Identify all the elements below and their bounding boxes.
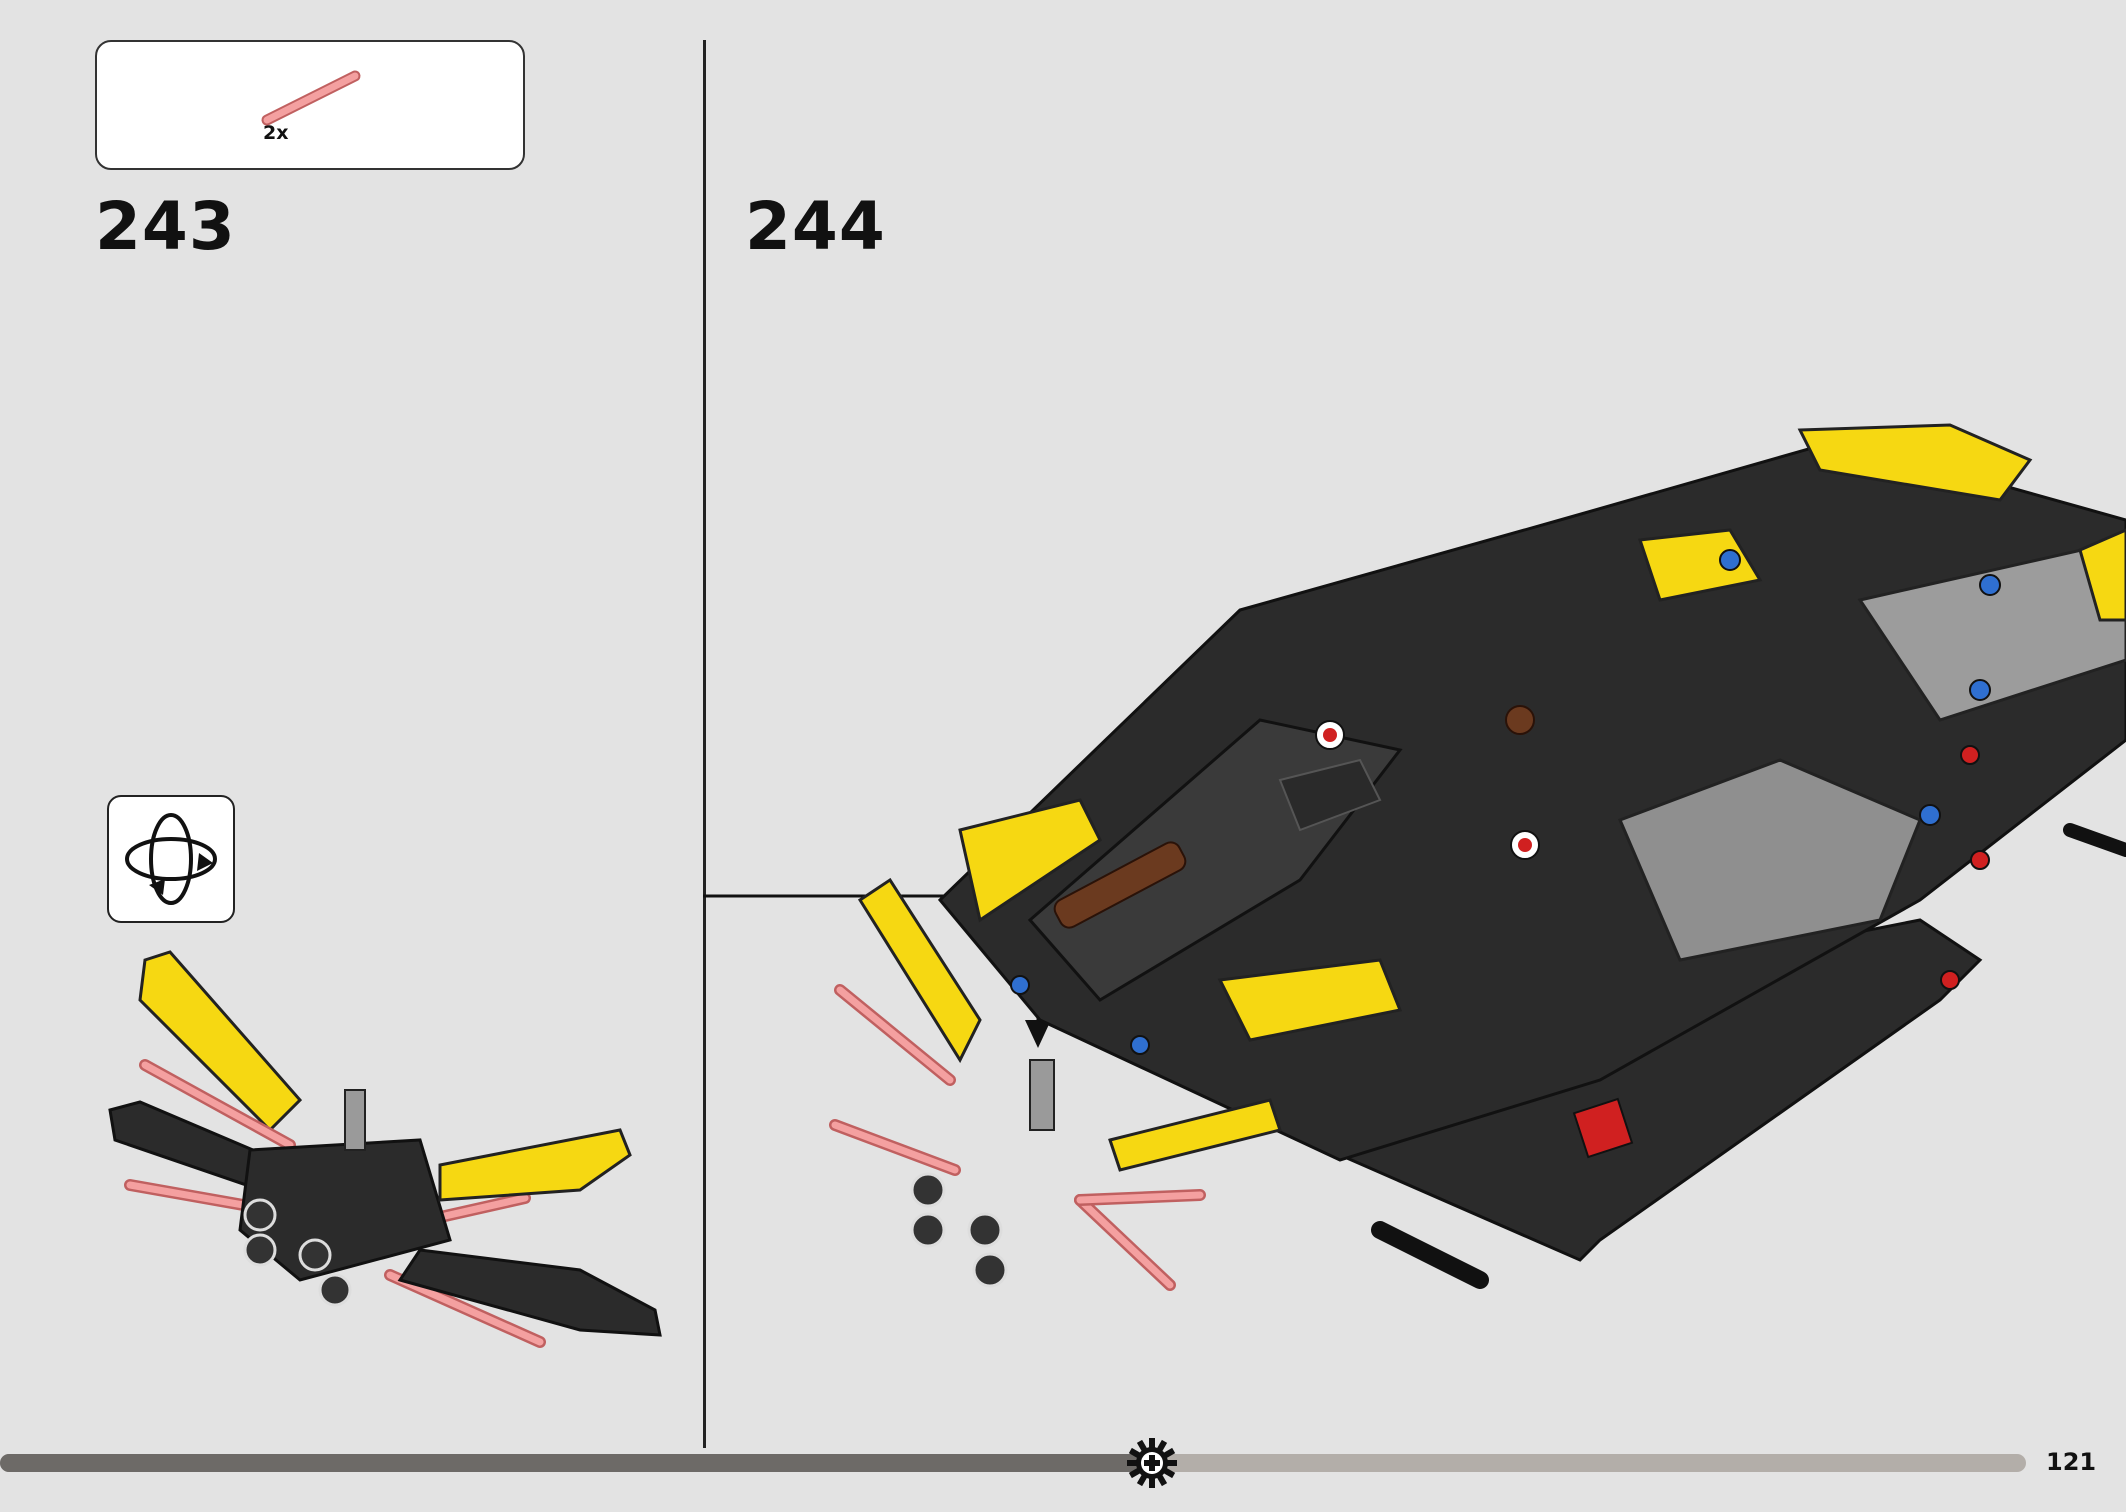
yellow-panel-left	[138, 950, 303, 1133]
front-connectors	[910, 1059, 1055, 1288]
black-panel-right	[397, 1248, 662, 1337]
gray-frame	[1618, 538, 2126, 962]
instruction-progress-bar	[0, 1454, 2026, 1472]
step-number-243: 243	[95, 188, 236, 265]
roundel-decals	[1315, 720, 1540, 860]
progress-bar-fill	[0, 1454, 1152, 1472]
chassis-body	[937, 438, 2126, 1162]
rotate-callout	[107, 795, 235, 923]
lego-logo-decal	[1572, 1097, 1634, 1159]
pink-axles	[829, 984, 1206, 1291]
blue-pins	[1010, 549, 2001, 1055]
step-243-subassembly	[108, 950, 662, 1348]
yellow-panel-right	[438, 1128, 632, 1202]
yellow-parts	[857, 423, 2126, 1172]
step-divider	[703, 40, 706, 1448]
parts-count: 2x	[263, 122, 289, 144]
step-number-244: 244	[745, 188, 886, 265]
red-pins	[1940, 745, 1990, 990]
step-244-chassis-model	[829, 423, 2126, 1291]
brown-gear-train	[1053, 705, 1535, 929]
black-axle	[1371, 823, 2126, 1289]
rotate-model-icon	[125, 813, 217, 905]
progress-gear-icon	[1127, 1438, 1177, 1488]
carbon-hood	[1027, 718, 1403, 1002]
parts-callout: 2x	[95, 40, 525, 170]
pink-axle-part-icon	[261, 70, 361, 126]
black-connector-hub	[238, 1089, 452, 1307]
page-number: 121	[2046, 1448, 2097, 1476]
